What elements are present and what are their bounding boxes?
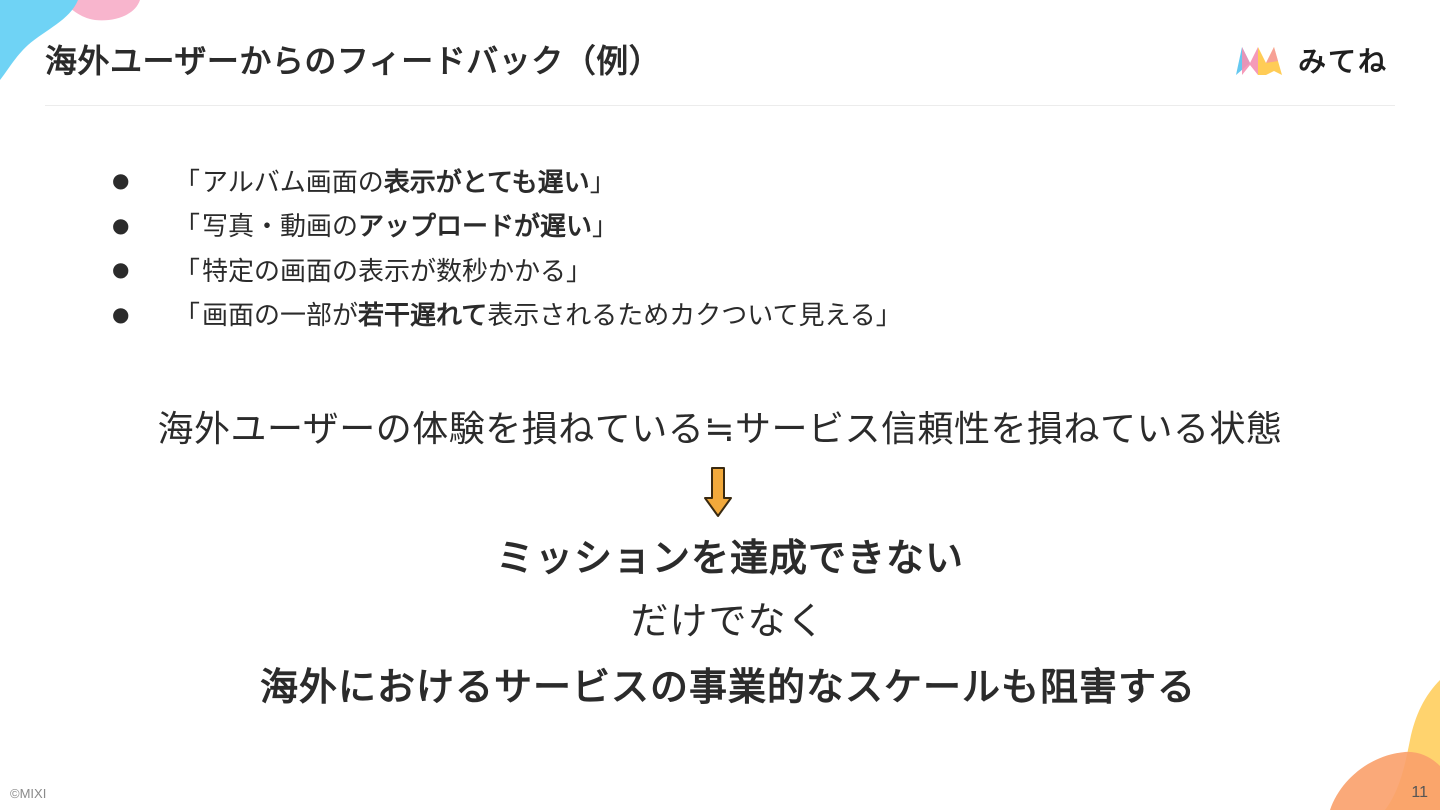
conclusion-mission: ミッションを達成できない (495, 536, 964, 580)
corner-decoration-bottom-right (1330, 680, 1440, 810)
quote-close: 」 (566, 256, 593, 287)
problem-statement: 海外ユーザーの体験を損ねている≒サービス信頼性を損ねている状態 (157, 409, 1283, 450)
feedback-text: 画面の一部が (202, 301, 359, 332)
bullet: ● (112, 168, 130, 193)
feedback-text: アルバム画面の (202, 167, 384, 198)
arrow-down-icon (704, 467, 732, 517)
quote-close: 」 (592, 212, 619, 243)
feedback-emphasis: 若干遅れて (358, 301, 488, 332)
bullet: ● (112, 212, 130, 237)
header-divider (45, 105, 1395, 106)
feedback-text: 写真・動画の (202, 212, 359, 243)
conclusion-connector: だけでなく (630, 599, 826, 643)
logo-text: みてね (1298, 45, 1389, 78)
page-number: 11 (1411, 784, 1428, 801)
feedback-emphasis: 表示がとても遅い (383, 167, 590, 198)
slide-title: 海外ユーザーからのフィードバック（例） (45, 42, 662, 80)
copyright: ©MIXI (10, 786, 47, 801)
corner-decoration-top-left (0, 0, 140, 80)
brand-logo: みてね (1234, 40, 1388, 80)
feedback-item: ● 「 写真・動画のアップロードが遅い」 (112, 203, 902, 248)
quote-open: 「 (174, 301, 201, 332)
bullet: ● (112, 257, 130, 282)
feedback-emphasis: アップロードが遅い (358, 212, 593, 243)
conclusion-scale: 海外におけるサービスの事業的なスケールも阻害する (259, 665, 1196, 709)
quote-open: 「 (174, 256, 201, 287)
quote-close: 」 (589, 167, 616, 198)
feedback-text: 特定の画面の表示が数秒かかる (202, 256, 567, 287)
quote-close: 」 (875, 301, 902, 332)
bullet: ● (112, 301, 130, 326)
feedback-item: ● 「 画面の一部が若干遅れて表示されるためカクついて見える」 (112, 292, 902, 337)
quote-open: 「 (174, 212, 201, 243)
feedback-item: ● 「 アルバム画面の表示がとても遅い」 (112, 158, 902, 203)
feedback-item: ● 「 特定の画面の表示が数秒かかる」 (112, 247, 902, 292)
feedback-text-after: 表示されるためカクついて見える (487, 301, 876, 332)
feedback-list: ● 「 アルバム画面の表示がとても遅い」 ● 「 写真・動画のアップロードが遅い… (112, 158, 902, 336)
mitene-logo-icon (1236, 47, 1282, 75)
quote-open: 「 (174, 167, 201, 198)
